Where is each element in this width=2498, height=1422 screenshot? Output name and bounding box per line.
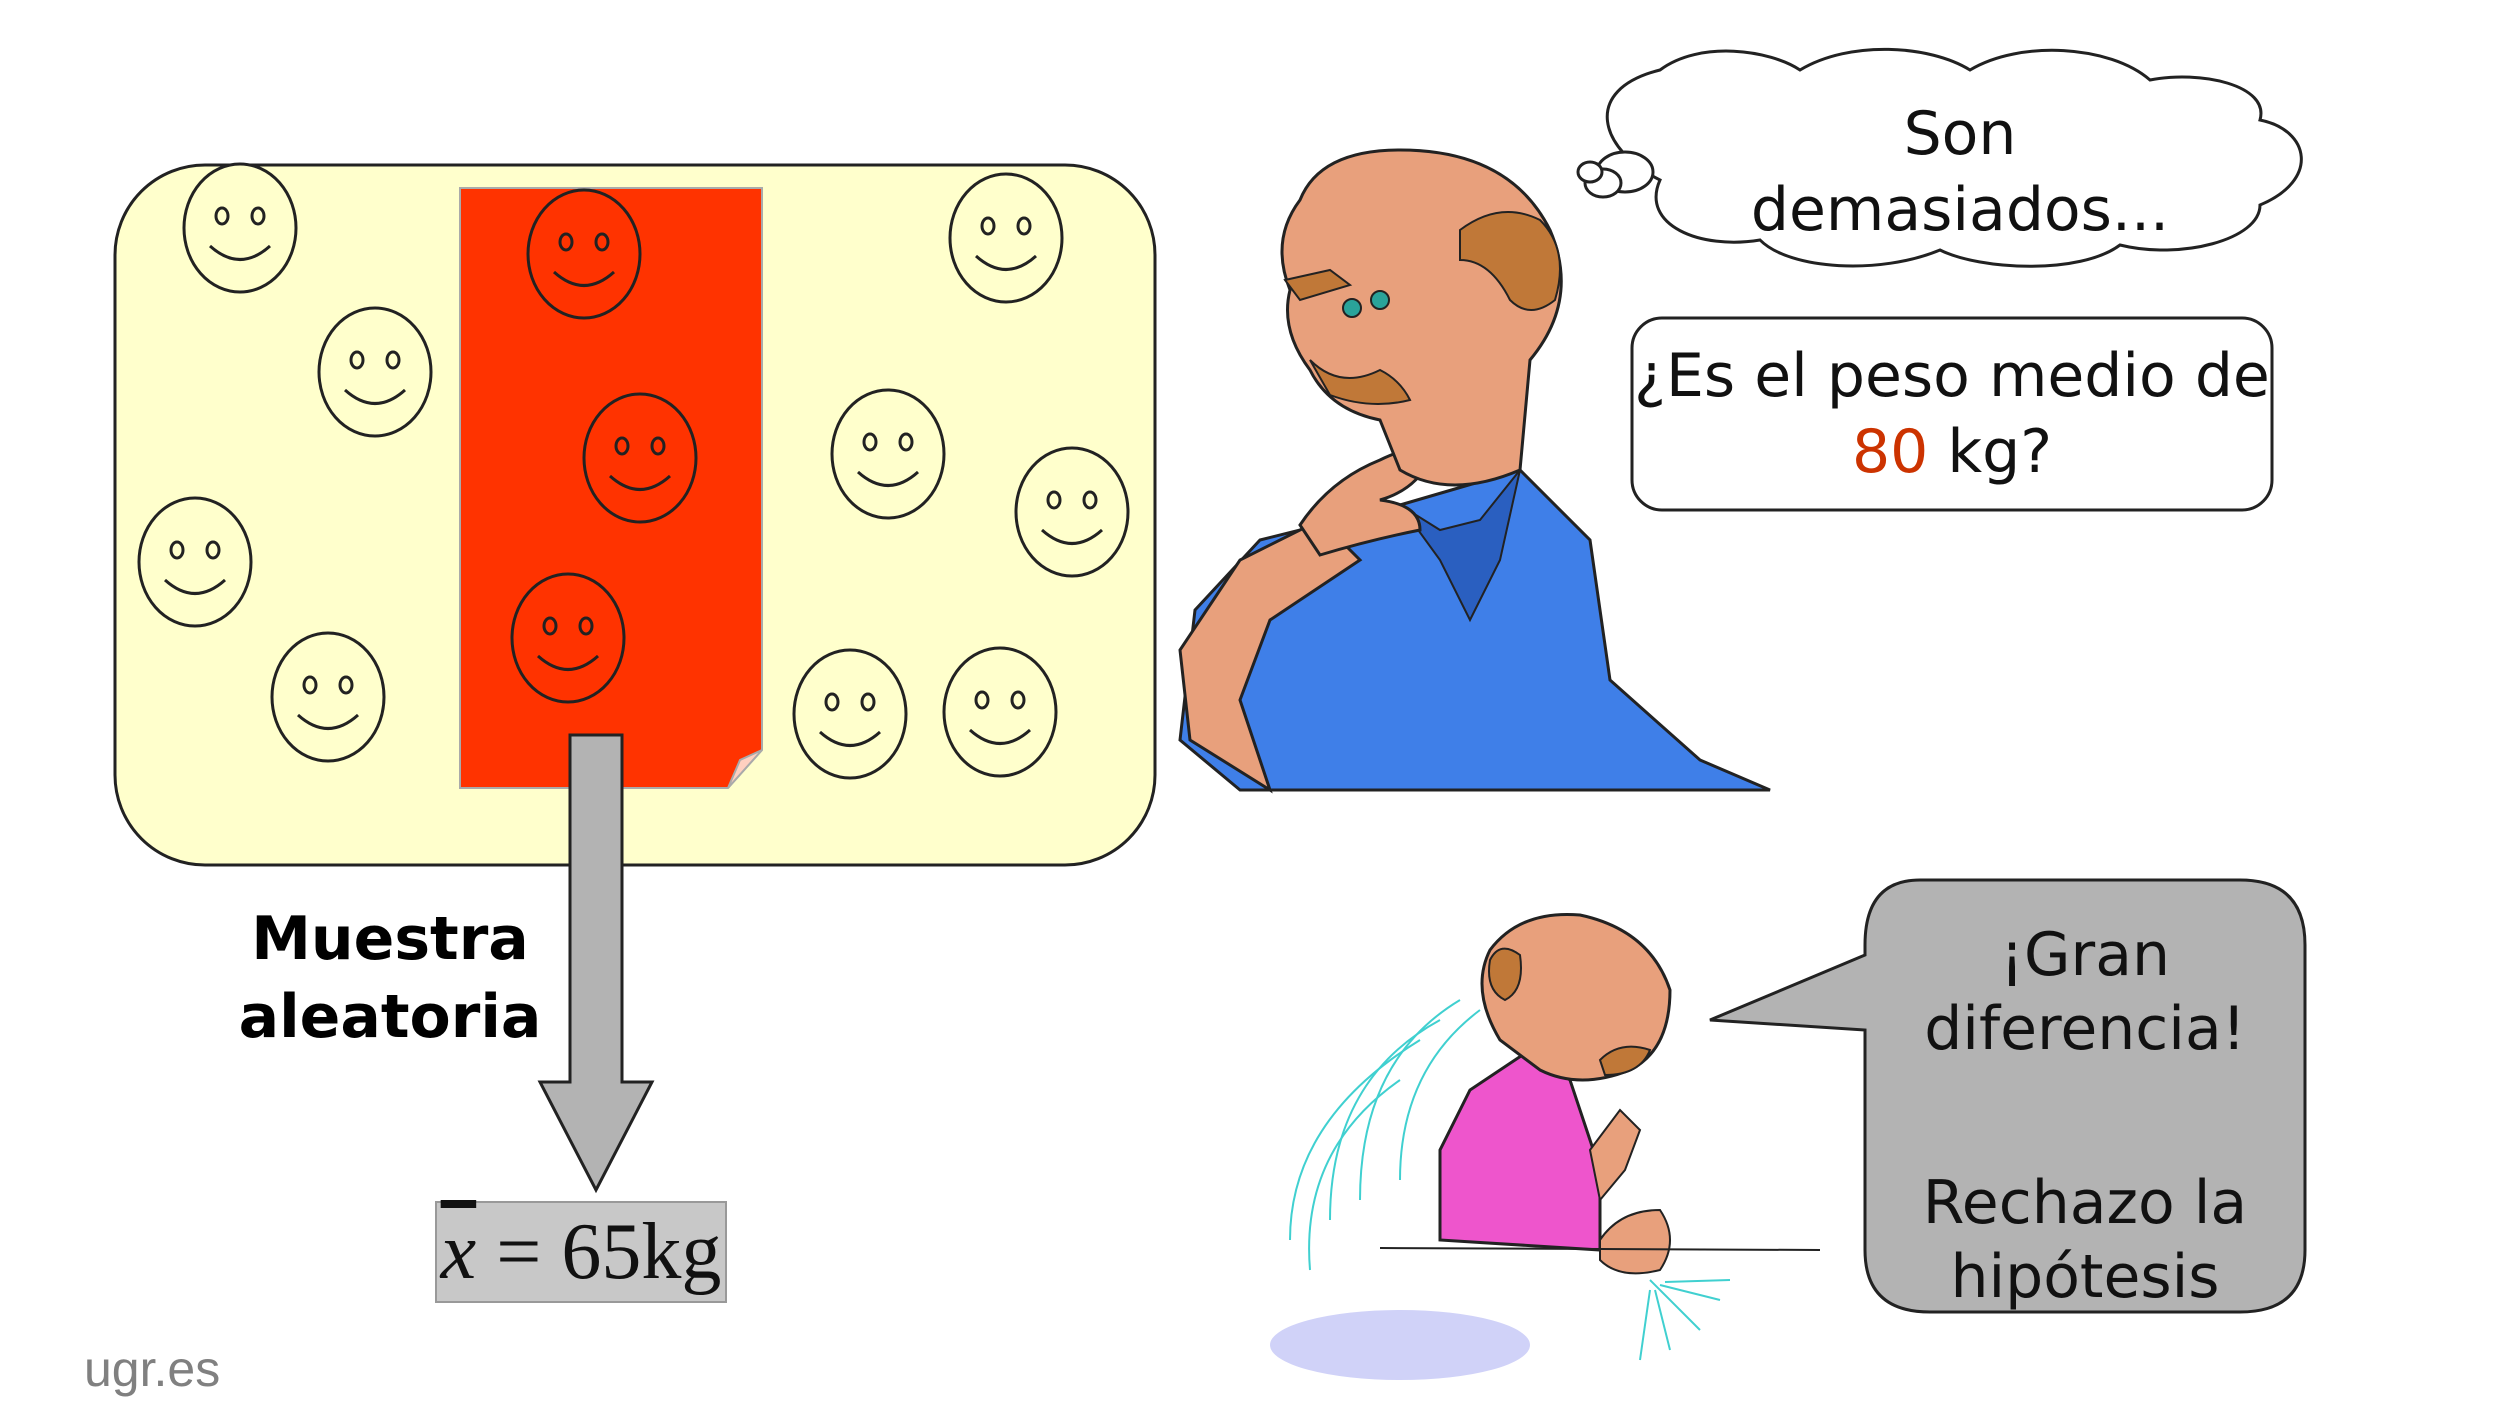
smiley-icon <box>942 646 1058 778</box>
question-unit: kg? <box>1928 417 2053 487</box>
smiley-icon <box>510 572 626 704</box>
speech-text: ¡Gran diferencia! Rechazo la hipótesis <box>1865 918 2305 1314</box>
mean-symbol: x <box>440 1208 477 1296</box>
smiley-icon <box>792 648 908 780</box>
smiley-icon <box>948 172 1064 304</box>
smiley-icon <box>317 306 433 438</box>
speech-gap <box>1865 1066 2305 1166</box>
sample-mean-formula: x = 65kg <box>436 1206 726 1298</box>
mean-unit: kg <box>641 1208 722 1296</box>
sample-label-line2: aleatoria <box>238 982 542 1052</box>
thought-line1: Son <box>1903 99 2017 169</box>
smiley-icon <box>182 162 298 294</box>
smiley-icon <box>270 631 386 763</box>
watermark: ugr.es <box>84 1341 221 1397</box>
cloud-icon <box>1576 47 2303 268</box>
speech-line3: Rechazo la <box>1922 1168 2248 1238</box>
sample-mean-box <box>435 1201 727 1303</box>
down-arrow-icon <box>537 733 655 1194</box>
question-line2: 80 kg? <box>1632 414 2272 490</box>
speech-line4: hipótesis <box>1950 1242 2220 1312</box>
question-value: 80 <box>1851 417 1929 487</box>
smiley-icon <box>1014 446 1130 578</box>
pointing-man-icon <box>1270 912 1821 1380</box>
thought-line2: demasiados... <box>1750 175 2170 245</box>
mean-equals: = <box>496 1208 542 1296</box>
mean-value: 65 <box>561 1208 642 1296</box>
thought-text: Son demasiados... <box>1720 96 2200 248</box>
sample-fold <box>727 749 763 789</box>
thinking-man-icon <box>1178 148 1771 794</box>
sample-label: Muestra aleatoria <box>230 900 550 1056</box>
smiley-icon <box>526 188 642 320</box>
question-text: ¿Es el peso medio de 80 kg? <box>1632 338 2272 490</box>
question-box <box>1630 316 2274 512</box>
smiley-icon <box>830 388 946 520</box>
speech-bubble <box>1709 878 2307 1314</box>
speech-line2: diferencia! <box>1924 994 2246 1064</box>
smiley-icon <box>137 496 253 628</box>
sample-label-line1: Muestra <box>251 904 529 974</box>
question-line1: ¿Es el peso medio de <box>1634 341 2270 411</box>
smiley-icon <box>582 392 698 524</box>
speech-line1: ¡Gran <box>1999 920 2170 990</box>
